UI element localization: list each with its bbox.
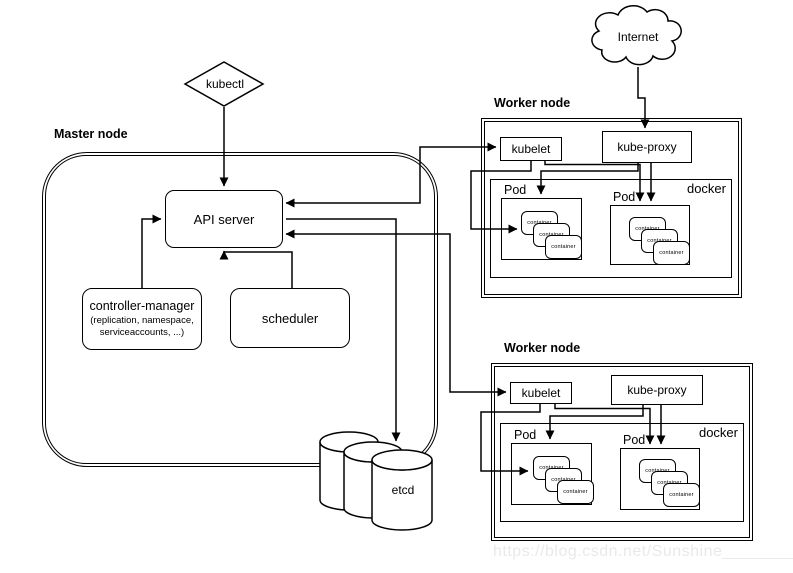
worker-2-kube-proxy-box: kube-proxy bbox=[611, 375, 703, 405]
container-label: container bbox=[659, 250, 684, 256]
container-box: container bbox=[653, 241, 690, 265]
master-node-label: Master node bbox=[54, 127, 128, 141]
container-box: container bbox=[545, 235, 582, 259]
api-server-label: API server bbox=[193, 211, 255, 227]
container-box: container bbox=[663, 483, 700, 507]
scheduler-label: scheduler bbox=[261, 310, 319, 326]
worker-2-pod-1-label: Pod bbox=[512, 428, 539, 442]
worker-2-kubelet-label: kubelet bbox=[521, 386, 561, 400]
etcd-label: etcd bbox=[391, 483, 415, 497]
container-label: container bbox=[563, 489, 588, 495]
worker-2-kubelet-box: kubelet bbox=[510, 382, 572, 404]
controller-manager-label: controller-manager bbox=[89, 298, 195, 313]
container-box: container bbox=[557, 480, 594, 504]
container-label: container bbox=[669, 492, 694, 498]
api-server-box: API server bbox=[165, 190, 283, 248]
scheduler-box: scheduler bbox=[230, 288, 350, 348]
worker-2-docker-label: docker bbox=[698, 425, 738, 440]
worker-1-pod-1-label: Pod bbox=[502, 183, 529, 197]
worker-node-1-label: Worker node bbox=[494, 96, 571, 110]
internet-label: Internet bbox=[617, 30, 659, 44]
controller-manager-box: controller-manager (replication, namespa… bbox=[82, 288, 202, 350]
controller-manager-subtitle-2: serviceaccounts, ...) bbox=[99, 327, 185, 338]
worker-1-kube-proxy-label: kube-proxy bbox=[617, 140, 677, 154]
watermark: https://blog.csdn.net/Sunshine__________ bbox=[493, 543, 793, 560]
worker-1-kubelet-box: kubelet bbox=[500, 137, 562, 161]
worker-2-pod-2-label: Pod bbox=[621, 433, 648, 447]
worker-1-docker-label: docker bbox=[686, 181, 726, 196]
worker-2-kube-proxy-label: kube-proxy bbox=[627, 383, 687, 397]
worker-1-kubelet-label: kubelet bbox=[511, 142, 551, 156]
kubectl-label: kubectl bbox=[205, 77, 245, 91]
controller-manager-subtitle-1: (replication, namespace, bbox=[90, 314, 194, 326]
worker-1-kube-proxy-box: kube-proxy bbox=[602, 131, 692, 163]
container-label: container bbox=[551, 244, 576, 250]
worker-node-2-label: Worker node bbox=[504, 341, 581, 355]
worker-1-pod-2-label: Pod bbox=[611, 190, 638, 204]
